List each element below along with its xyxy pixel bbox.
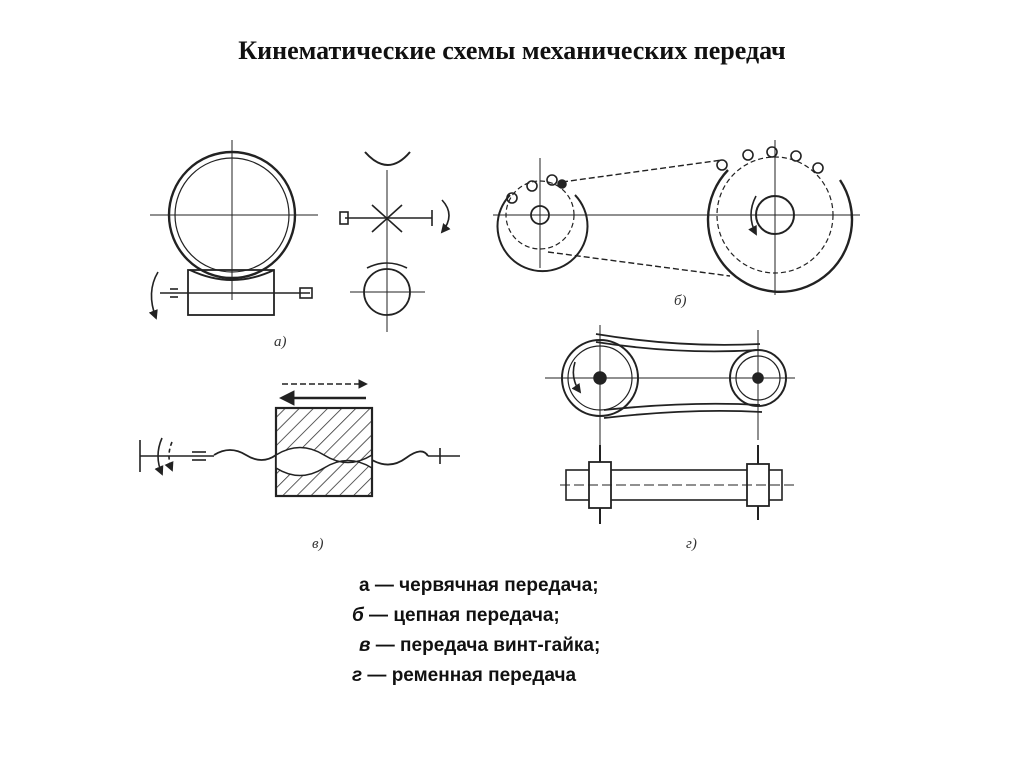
motion-arrows	[278, 379, 368, 406]
legend-key: б	[352, 605, 364, 626]
chain	[547, 159, 731, 277]
legend-key: а	[359, 575, 370, 596]
page-title: Кинематические схемы механических переда…	[238, 36, 786, 65]
worm-gear-scheme	[148, 140, 451, 332]
legend-text: — ременная передача	[362, 665, 577, 686]
legend-item-worm: а — червячная передача;	[359, 575, 599, 597]
legend-key: в	[359, 635, 371, 656]
nut	[274, 406, 374, 498]
legend-text: — червячная передача;	[369, 575, 599, 596]
large-sprocket	[706, 140, 854, 295]
chain-drive-scheme	[493, 140, 860, 295]
worm-gear-side-view	[339, 151, 451, 332]
legend-text: — передача винт-гайка;	[370, 635, 601, 656]
belt-drive-side-view	[560, 445, 795, 524]
caption-v: в)	[312, 536, 324, 552]
legend-text: — цепная передача;	[363, 605, 560, 626]
driven-pulley	[729, 330, 787, 440]
screw-nut-scheme	[139, 379, 460, 498]
legend-item-screw: в — передача винт-гайка;	[359, 635, 600, 657]
caption-a: а)	[274, 334, 287, 350]
legend-key: г	[352, 665, 363, 686]
legend-item-chain: б — цепная передача;	[352, 605, 560, 627]
legend-item-belt: г — ременная передача	[352, 665, 576, 687]
small-sprocket	[493, 158, 860, 273]
caption-b: б)	[674, 293, 687, 309]
screw	[139, 437, 460, 476]
worm	[148, 269, 313, 320]
belt-drive-scheme	[545, 325, 795, 524]
worm-wheel	[150, 140, 318, 300]
caption-g: г)	[686, 536, 697, 552]
belt	[595, 333, 763, 419]
